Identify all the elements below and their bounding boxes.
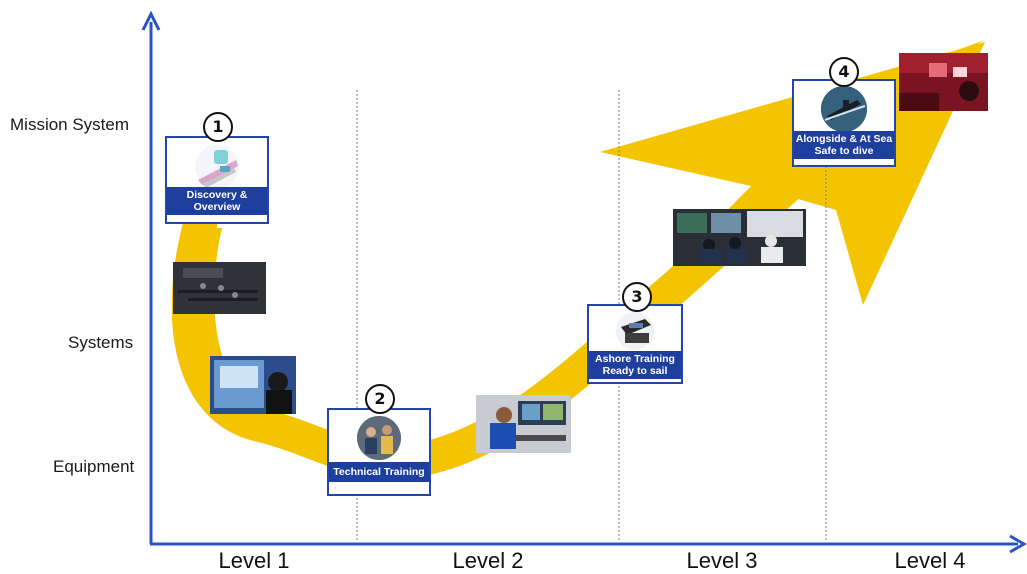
- stage-card-1[interactable]: Discovery & Overview: [165, 136, 269, 224]
- x-label-level-4: Level 4: [894, 548, 966, 573]
- submarine-at-sea-photo: [821, 86, 867, 132]
- classroom-photo: [173, 262, 266, 314]
- stage-4-title-line1: Alongside & At Sea: [795, 133, 893, 145]
- stage-1-banner: Discovery & Overview: [167, 187, 267, 215]
- control-room-photo: [673, 209, 806, 266]
- stage-1-title-line1: Discovery &: [186, 189, 248, 201]
- vr-training-photo: [210, 356, 296, 414]
- stage-4-title-line2: Safe to dive: [814, 145, 874, 157]
- y-axis-arrowhead: [141, 10, 161, 31]
- submarine-interior-photo: [899, 53, 988, 111]
- stage-3-title-line1: Ashore Training: [595, 353, 675, 365]
- stage-3-number-badge: 3: [622, 282, 652, 312]
- stage-2-number-badge: 2: [365, 384, 395, 414]
- x-label-level-1: Level 1: [218, 548, 290, 573]
- y-label-systems: Systems: [68, 333, 134, 352]
- control-console-icon: [615, 311, 655, 351]
- stage-2-title-line1: Technical Training: [333, 466, 425, 478]
- stage-1-number-badge: 1: [203, 112, 233, 142]
- x-axis-arrowhead: [1009, 534, 1027, 554]
- operator-console-photo: [476, 395, 571, 453]
- trainees-photo: [357, 416, 401, 460]
- submarine-model-icon: [194, 144, 240, 190]
- y-label-mission-system: Mission System: [10, 115, 130, 134]
- stage-card-2[interactable]: Technical Training: [327, 408, 431, 496]
- stage-4-banner: Alongside & At Sea Safe to dive: [794, 131, 894, 159]
- stage-1-title-line2: Overview: [193, 201, 241, 213]
- stage-2-banner: Technical Training: [329, 462, 429, 482]
- stage-4-number-badge: 4: [829, 57, 859, 87]
- stage-card-3[interactable]: Ashore Training Ready to sail: [587, 304, 683, 384]
- stage-3-banner: Ashore Training Ready to sail: [589, 351, 681, 379]
- x-label-level-3: Level 3: [686, 548, 758, 573]
- stage-3-title-line2: Ready to sail: [602, 365, 668, 377]
- stage-card-4[interactable]: Alongside & At Sea Safe to dive: [792, 79, 896, 167]
- x-label-level-2: Level 2: [452, 548, 524, 573]
- y-label-equipment: Equipment: [53, 457, 135, 476]
